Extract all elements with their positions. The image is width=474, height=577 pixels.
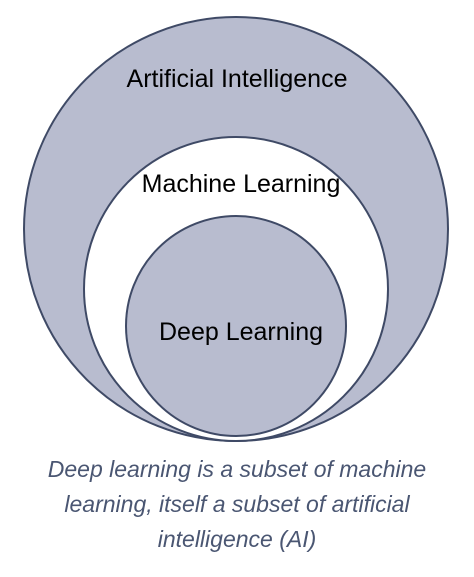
caption-line: Deep learning is a subset of machine (47, 456, 427, 482)
nested-circles-diagram: Artificial Intelligence Machine Learning… (23, 16, 449, 442)
ml-label: Machine Learning (142, 170, 341, 198)
ai-label: Artificial Intelligence (127, 65, 348, 93)
dl-label: Deep Learning (159, 318, 323, 346)
dl-circle (125, 215, 347, 437)
caption-line: intelligence (AI) (157, 526, 317, 552)
caption: Deep learning is a subset of machine lea… (0, 452, 474, 557)
caption-line: learning, itself a subset of artificial (64, 491, 410, 517)
